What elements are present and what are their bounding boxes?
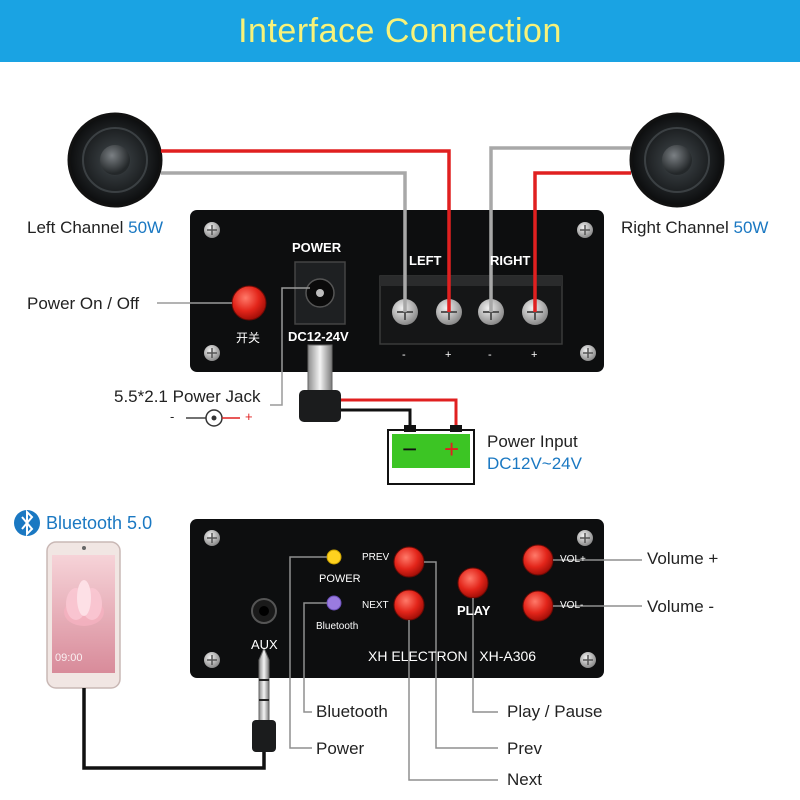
terminal-sign-4: + xyxy=(531,349,538,361)
right-terminal-label: RIGHT xyxy=(490,253,531,268)
left-channel-label: Left Channel 50W xyxy=(27,218,163,238)
polarity-symbol-icon xyxy=(186,409,240,427)
prev-button[interactable] xyxy=(393,546,425,578)
play-label: PLAY xyxy=(457,603,491,618)
dc-plug-icon xyxy=(299,344,341,422)
bluetooth-icon xyxy=(14,509,40,537)
right-channel-label: Right Channel 50W xyxy=(621,218,768,238)
play-button[interactable] xyxy=(457,567,489,599)
callout-play-pause: Play / Pause xyxy=(507,702,603,721)
dc-rating-label: DC12-24V xyxy=(288,329,349,344)
power-switch-label: Power On / Off xyxy=(27,294,140,313)
terminal-screw-icon xyxy=(392,299,548,325)
dc-jack-socket xyxy=(294,261,346,325)
title-banner: Interface Connection xyxy=(0,0,800,62)
power-wire-negative xyxy=(341,408,412,430)
left-speaker-icon xyxy=(67,112,163,208)
bluetooth-led-icon xyxy=(326,595,342,611)
callout-bluetooth: Bluetooth xyxy=(316,702,388,721)
volume-down-button[interactable] xyxy=(522,590,554,622)
led-power-label: POWER xyxy=(319,573,361,585)
left-channel-watts: 50W xyxy=(128,218,164,237)
smartphone-icon xyxy=(46,541,121,689)
left-terminal-label: LEFT xyxy=(409,253,442,268)
left-channel-text: Left Channel xyxy=(27,218,124,237)
next-label: NEXT xyxy=(362,600,389,611)
switch-chinese-label: 开关 xyxy=(236,331,261,345)
callout-line xyxy=(270,287,310,406)
power-input-range: DC12V~24V xyxy=(487,454,582,473)
jack-plus-label: + xyxy=(245,409,253,424)
volume-up-button[interactable] xyxy=(522,544,554,576)
prev-label: PREV xyxy=(362,552,390,563)
power-led-icon xyxy=(326,549,342,565)
right-speaker-wires xyxy=(489,146,631,312)
power-input-label: Power Input xyxy=(487,432,578,451)
callout-lines xyxy=(289,556,642,781)
terminal-sign-2: + xyxy=(445,349,452,361)
battery-minus-label: − xyxy=(402,434,418,464)
brand-label: XH ELECTRON XH-A306 xyxy=(368,648,537,664)
led-bluetooth-label: Bluetooth xyxy=(316,621,359,632)
right-channel-text: Right Channel xyxy=(621,218,729,237)
power-switch[interactable] xyxy=(231,285,267,321)
terminal-sign-3: - xyxy=(488,349,492,361)
aux-cable xyxy=(82,688,266,770)
right-speaker-icon xyxy=(629,112,725,208)
aux-socket xyxy=(251,598,277,624)
callout-volume-plus: Volume + xyxy=(647,549,719,568)
power-jack-label: 5.5*2.1 Power Jack xyxy=(114,387,261,406)
aux-label: AUX xyxy=(251,637,278,652)
right-channel-watts: 50W xyxy=(733,218,769,237)
screw-icon xyxy=(204,222,596,361)
power-header-label: POWER xyxy=(292,240,342,255)
aux-plug-icon xyxy=(252,646,276,752)
callout-volume-minus: Volume - xyxy=(647,597,715,616)
callout-prev: Prev xyxy=(507,739,542,758)
page-title: Interface Connection xyxy=(238,11,562,50)
vol-plus-label: VOL+ xyxy=(560,554,586,565)
left-speaker-wires xyxy=(161,149,451,312)
terminal-sign-1: - xyxy=(402,349,406,361)
battery-plus-label: + xyxy=(444,434,460,464)
callout-next: Next xyxy=(507,770,542,789)
screw-icon xyxy=(204,530,596,668)
callout-power: Power xyxy=(316,739,365,758)
bluetooth-title: Bluetooth 5.0 xyxy=(46,513,153,533)
power-wire-positive xyxy=(341,398,458,430)
next-button[interactable] xyxy=(393,589,425,621)
jack-minus-label: - xyxy=(170,409,175,424)
phone-clock: 09:00 xyxy=(55,652,83,664)
vol-minus-label: VOL- xyxy=(560,600,584,611)
battery-icon xyxy=(387,425,475,485)
